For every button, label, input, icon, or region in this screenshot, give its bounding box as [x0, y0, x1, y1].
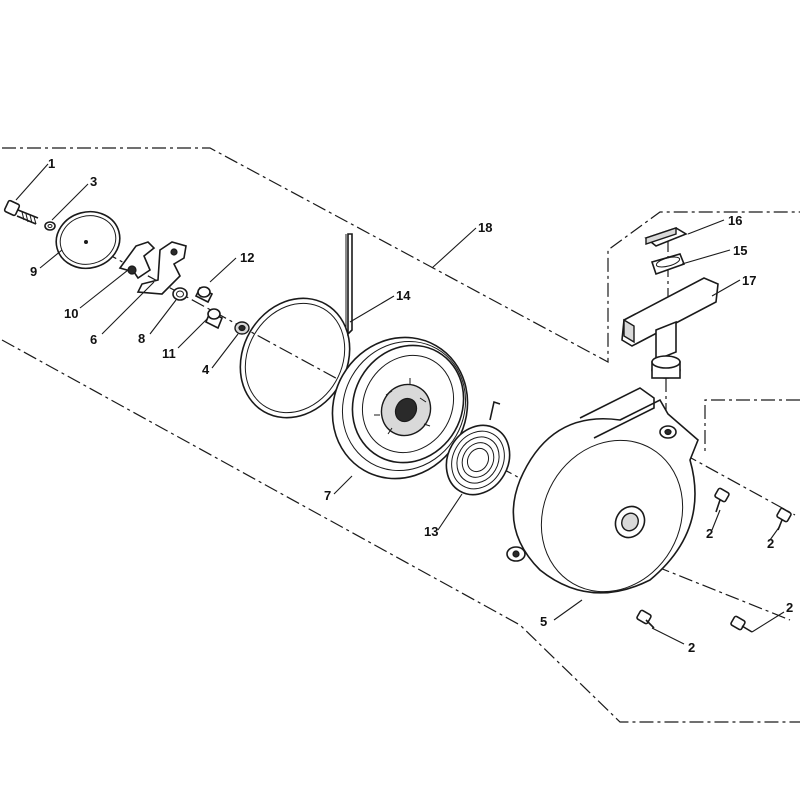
- part-2-screw-b: [776, 507, 792, 531]
- callout-4: 4: [202, 362, 210, 377]
- callout-2-c: 2: [688, 640, 695, 655]
- part-3-washer: [44, 221, 56, 231]
- part-5-housing: [506, 387, 699, 594]
- callout-5: 5: [540, 614, 547, 629]
- callout-13: 13: [424, 524, 438, 539]
- part-8-washer: [172, 287, 188, 301]
- part-4-nut: [234, 321, 250, 335]
- callout-9: 9: [30, 264, 37, 279]
- callout-10: 10: [64, 306, 78, 321]
- part-11-bushing: [204, 308, 224, 330]
- callout-3: 3: [90, 174, 97, 189]
- callout-18: 18: [478, 220, 492, 235]
- part-7-pulley: [331, 336, 469, 480]
- callout-6: 6: [90, 332, 97, 347]
- callout-8: 8: [138, 331, 145, 346]
- part-2-screw-a: [714, 487, 730, 513]
- part-1-bolt: [3, 199, 39, 225]
- part-15-insert: [650, 253, 686, 276]
- callout-14: 14: [396, 288, 411, 303]
- part-9-plate: [55, 210, 121, 270]
- callout-12: 12: [240, 250, 254, 265]
- part-2-screw-c: [636, 609, 655, 629]
- kit-boundary: [1, 147, 800, 723]
- part-12-spacer: [194, 286, 214, 304]
- callout-7: 7: [324, 488, 331, 503]
- part-10-pawl: [118, 241, 156, 280]
- callout-2-b: 2: [767, 536, 774, 551]
- leader-lines: [15, 163, 785, 645]
- part-13-spring: [445, 400, 511, 496]
- part-16-cap: [644, 227, 688, 247]
- part-17-handle: [621, 277, 719, 379]
- callout-2-a: 2: [706, 526, 713, 541]
- callout-1: 1: [48, 156, 55, 171]
- part-2-screw-d: [730, 615, 753, 633]
- callout-17: 17: [742, 273, 756, 288]
- part-6-pawl: [136, 241, 187, 295]
- callout-2-d: 2: [786, 600, 793, 615]
- callout-15: 15: [733, 243, 747, 258]
- callout-16: 16: [728, 213, 742, 228]
- callout-11: 11: [162, 346, 176, 361]
- callout-labels: 1 3 9 10 6 8 12 11 4 14 18 7 13 16 15 17…: [30, 156, 793, 655]
